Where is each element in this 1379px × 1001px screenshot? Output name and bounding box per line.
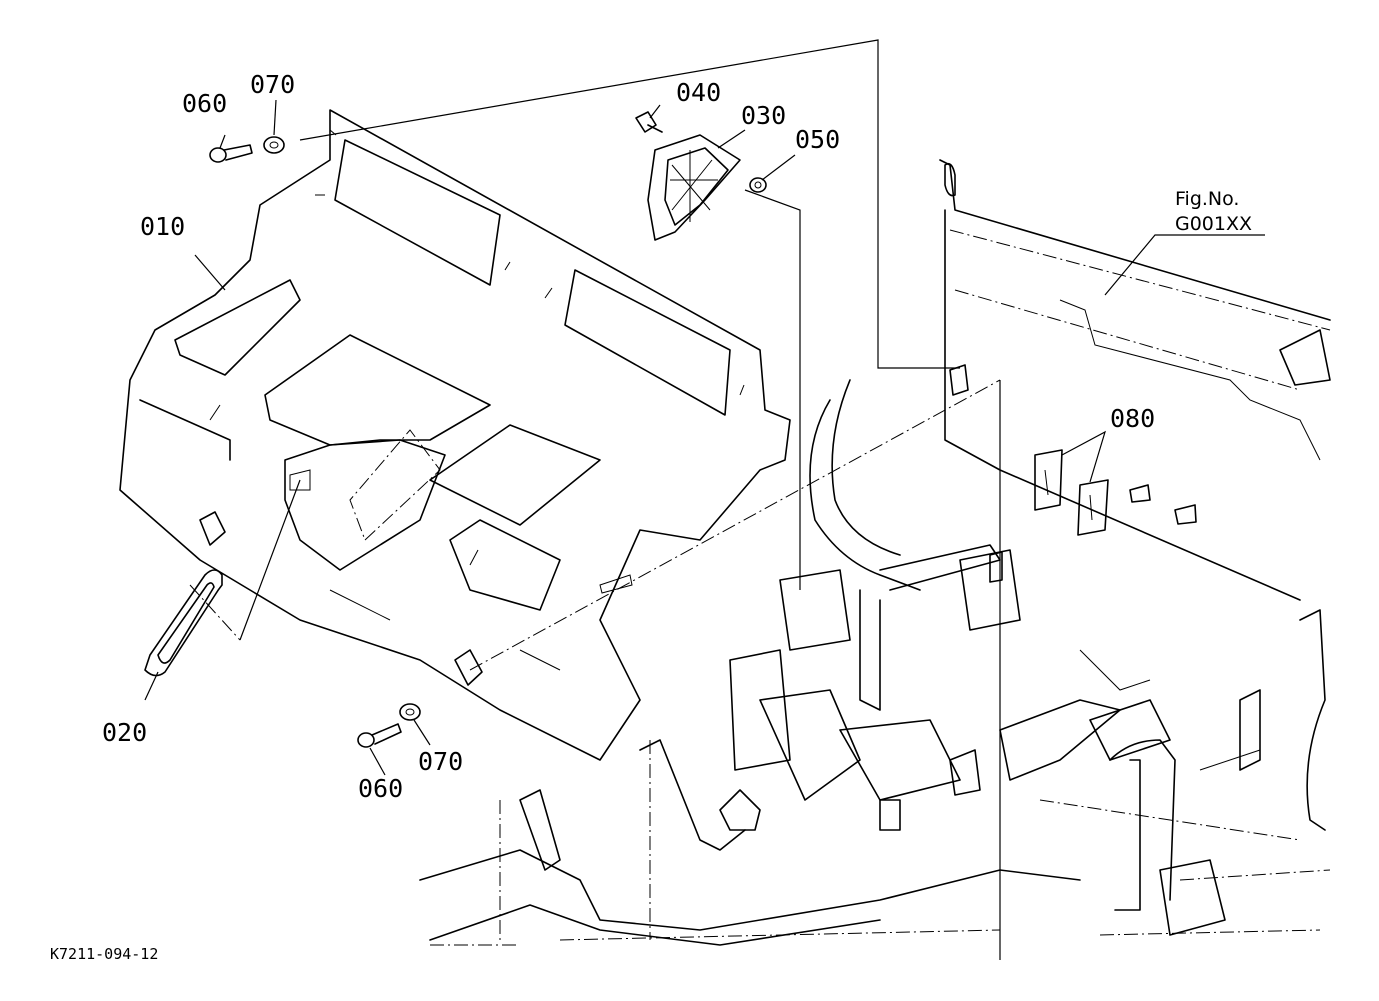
callout-060-bottom: 060 xyxy=(358,774,404,803)
callout-030: 030 xyxy=(741,101,787,130)
seal-020 xyxy=(144,569,223,677)
pads-080 xyxy=(1034,449,1197,536)
callout-050: 050 xyxy=(795,125,841,154)
vehicle-frame xyxy=(419,159,1331,946)
bolt-060-bottom xyxy=(357,723,402,748)
washer-070-top xyxy=(263,136,285,154)
nut-050 xyxy=(749,177,767,193)
screw-040 xyxy=(635,111,663,133)
explode-lines xyxy=(189,39,1001,960)
washer-070-bottom xyxy=(399,703,421,721)
bolt-060-top xyxy=(209,144,253,163)
cover-030 xyxy=(647,134,741,241)
callout-070-bottom: 070 xyxy=(418,747,464,776)
callout-020: 020 xyxy=(102,718,148,747)
callout-070-top: 070 xyxy=(250,70,296,99)
callout-010: 010 xyxy=(140,212,186,241)
callout-leaders xyxy=(144,99,1265,776)
callout-040: 040 xyxy=(676,78,722,107)
figure-ref-line1: Fig.No. xyxy=(1175,188,1240,210)
figure-ref-line2: G001XX xyxy=(1175,213,1253,235)
callout-060-top: 060 xyxy=(182,89,228,118)
document-code: K7211-094-12 xyxy=(50,945,159,963)
rear-panel-010 xyxy=(119,109,791,761)
callout-080: 080 xyxy=(1110,404,1156,433)
